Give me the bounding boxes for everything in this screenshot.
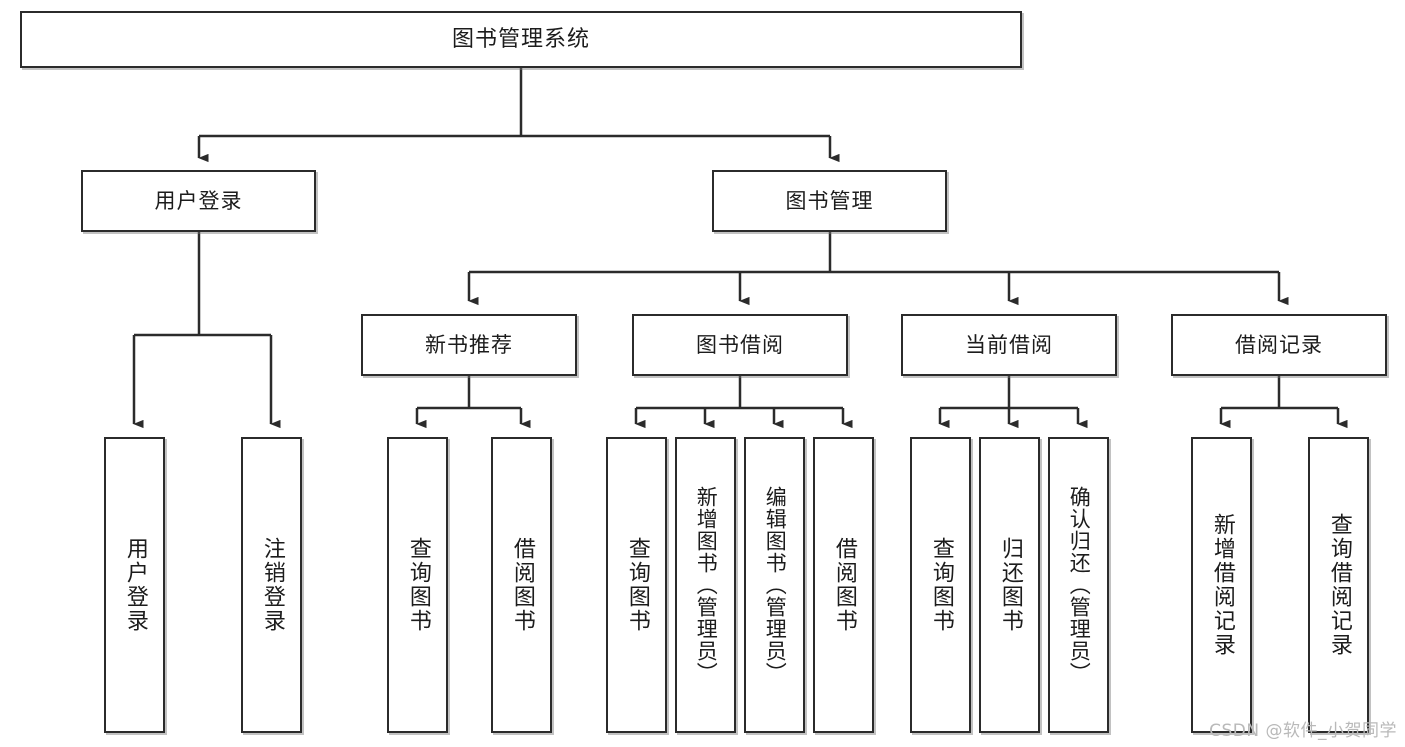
leaf-user-login-login[interactable]: 用户登录 [104, 437, 165, 733]
leaf-record-query-borrow-record[interactable]: 查询借阅记录 [1308, 437, 1369, 733]
node-current-borrowing[interactable]: 当前借阅 [901, 314, 1117, 376]
leaf-current-borrow-query-books[interactable]: 查询图书 [910, 437, 971, 733]
leaf-label: 编辑图书（管理员） [763, 486, 788, 684]
leaf-record-add-borrow-record[interactable]: 新增借阅记录 [1191, 437, 1252, 733]
leaf-label: 借阅图书 [509, 537, 535, 633]
node-root-book-management-system[interactable]: 图书管理系统 [20, 11, 1022, 68]
node-label: 图书管理 [785, 188, 874, 213]
leaf-book-borrow-add-book-admin[interactable]: 新增图书（管理员） [675, 437, 736, 733]
node-label: 图书管理系统 [451, 26, 590, 52]
leaf-current-borrow-return-books[interactable]: 归还图书 [979, 437, 1040, 733]
node-label: 新书推荐 [425, 332, 513, 357]
node-label: 当前借阅 [965, 332, 1053, 357]
leaf-label: 注销登录 [259, 537, 285, 633]
leaf-label: 新增借阅记录 [1209, 513, 1235, 657]
leaf-user-login-logout[interactable]: 注销登录 [241, 437, 302, 733]
node-book-borrowing[interactable]: 图书借阅 [632, 314, 848, 376]
leaf-label: 查询借阅记录 [1326, 513, 1352, 657]
node-label: 用户登录 [154, 188, 243, 213]
leaf-label: 新增图书（管理员） [694, 486, 719, 684]
leaf-book-borrow-edit-book-admin[interactable]: 编辑图书（管理员） [744, 437, 805, 733]
leaf-label: 借阅图书 [831, 537, 857, 633]
node-borrow-records[interactable]: 借阅记录 [1171, 314, 1387, 376]
leaf-current-borrow-confirm-return-admin[interactable]: 确认归还（管理员） [1048, 437, 1109, 733]
leaf-label: 查询图书 [405, 537, 431, 633]
leaf-book-borrow-borrow-books[interactable]: 借阅图书 [813, 437, 874, 733]
leaf-label: 查询图书 [928, 537, 954, 633]
leaf-label: 用户登录 [122, 537, 148, 633]
leaf-label: 归还图书 [997, 537, 1023, 633]
node-book-management[interactable]: 图书管理 [712, 170, 947, 232]
leaf-label: 确认归还（管理员） [1067, 486, 1092, 684]
node-new-book-recommendation[interactable]: 新书推荐 [361, 314, 577, 376]
leaf-new-book-borrow-books[interactable]: 借阅图书 [491, 437, 552, 733]
leaf-book-borrow-query-books[interactable]: 查询图书 [606, 437, 667, 733]
node-user-login[interactable]: 用户登录 [81, 170, 316, 232]
node-label: 借阅记录 [1235, 332, 1323, 357]
leaf-label: 查询图书 [624, 537, 650, 633]
leaf-new-book-query-books[interactable]: 查询图书 [387, 437, 448, 733]
node-label: 图书借阅 [696, 332, 784, 357]
